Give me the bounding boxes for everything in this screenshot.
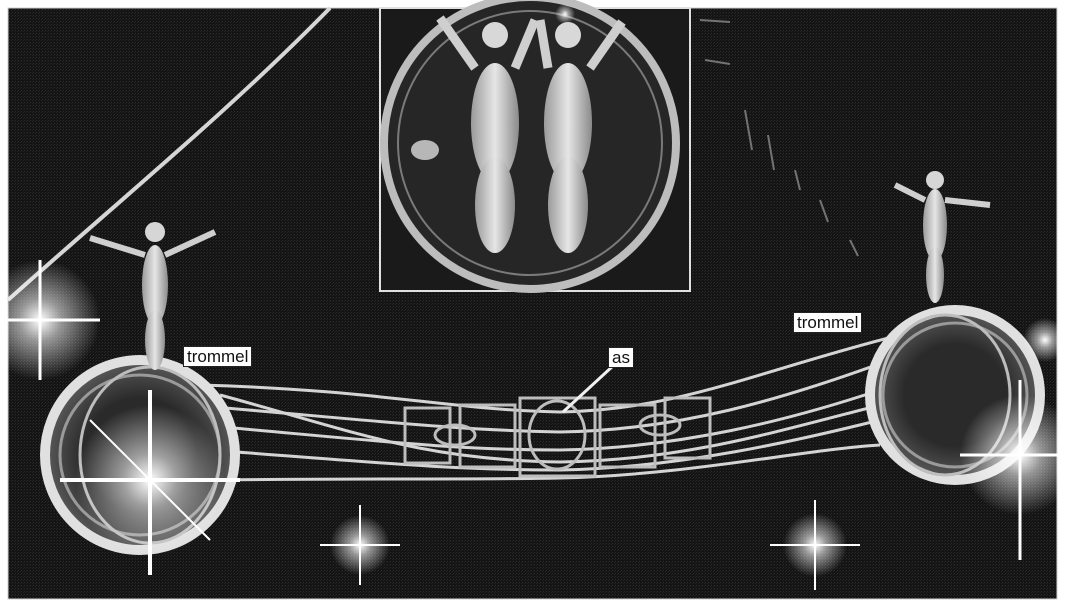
axle-label: as (608, 347, 634, 368)
inset-photo (380, 0, 690, 291)
trommel-label-left: trommel (183, 346, 252, 367)
trommel-label-right: trommel (793, 312, 862, 333)
